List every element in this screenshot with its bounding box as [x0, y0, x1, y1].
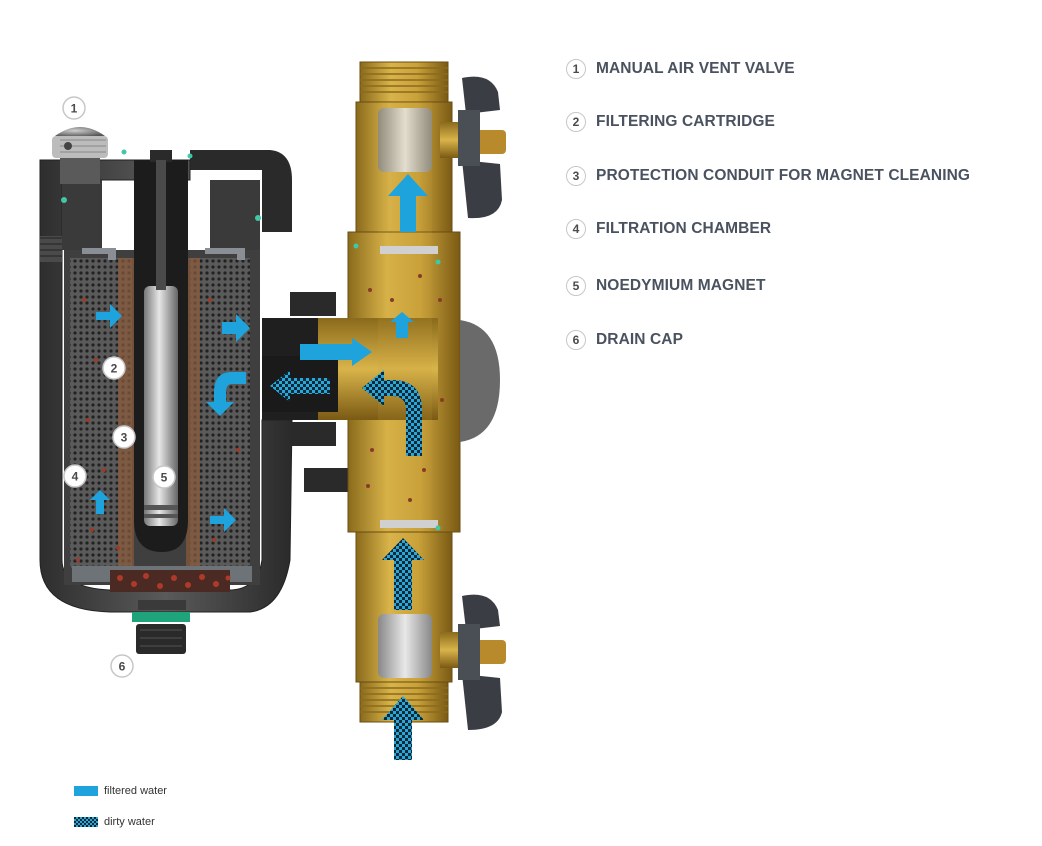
part-number: 6: [566, 330, 586, 350]
svg-text:4: 4: [72, 470, 79, 484]
part-label: PROTECTION CONDUIT FOR MAGNET CLEANING: [596, 167, 971, 184]
legend-label: filtered water: [104, 785, 167, 797]
legend-label: dirty water: [104, 816, 155, 828]
brass-valve-body: [262, 61, 500, 723]
svg-text:1: 1: [71, 102, 78, 116]
part-label: FILTRATION CHAMBER: [596, 220, 772, 237]
legend: filtered water dirty water: [74, 783, 167, 830]
part-number: 2: [566, 112, 586, 132]
part-number: 1: [566, 59, 586, 79]
part-label: NOEDYMIUM MAGNET: [596, 277, 766, 294]
dirty-water-swatch: [74, 817, 98, 827]
callout-3: 3: [112, 425, 136, 449]
parts-list: 1 MANUAL AIR VENT VALVE 2 FILTERING CART…: [566, 56, 970, 353]
part-label: MANUAL AIR VENT VALVE: [596, 60, 795, 77]
part-item-filtration-chamber: 4 FILTRATION CHAMBER: [566, 216, 970, 242]
svg-text:5: 5: [161, 471, 168, 485]
legend-item-dirty: dirty water: [74, 814, 167, 830]
part-item-drain-cap: 6 DRAIN CAP: [566, 327, 970, 353]
filtered-water-swatch: [74, 786, 98, 796]
part-item-filtering-cartridge: 2 FILTERING CARTRIDGE: [566, 109, 970, 135]
filtered-water-arrows: [90, 174, 428, 532]
callout-4: 4: [63, 464, 87, 488]
part-item-magnet: 5 NOEDYMIUM MAGNET: [566, 273, 970, 299]
lower-valve-handle: [440, 594, 506, 730]
part-label: DRAIN CAP: [596, 331, 684, 348]
callout-1: 1: [62, 96, 86, 120]
dirty-water-arrows: [270, 370, 424, 760]
callout-2: 2: [102, 356, 126, 380]
part-item-air-vent-valve: 1 MANUAL AIR VENT VALVE: [566, 56, 970, 82]
legend-item-filtered: filtered water: [74, 783, 167, 799]
svg-text:3: 3: [121, 431, 128, 445]
part-number: 3: [566, 166, 586, 186]
svg-text:6: 6: [119, 660, 126, 674]
upper-valve-handle: [440, 76, 506, 219]
filter-housing: [39, 127, 354, 654]
part-label: FILTERING CARTRIDGE: [596, 113, 775, 130]
callout-6: 6: [110, 654, 134, 678]
callout-5: 5: [152, 465, 176, 489]
part-item-protection-conduit: 3 PROTECTION CONDUIT FOR MAGNET CLEANING: [566, 163, 970, 189]
part-number: 5: [566, 276, 586, 296]
part-number: 4: [566, 219, 586, 239]
svg-text:2: 2: [111, 362, 118, 376]
